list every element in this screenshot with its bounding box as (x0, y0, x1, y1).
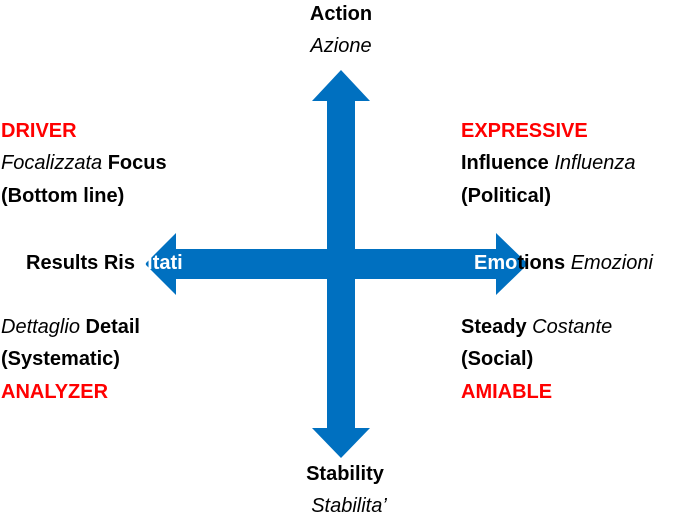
axis-right-label: Emotions Emozioni (474, 247, 653, 279)
amiable-line2: (Social) (461, 348, 534, 370)
driver-line1-it: Focalizzata (1, 152, 103, 174)
amiable-line1-it: Costante (532, 316, 613, 338)
expressive-line2: (Political) (461, 185, 552, 207)
analyzer-line1-en: Detail (85, 316, 140, 338)
driver-line2: (Bottom line) (1, 185, 125, 207)
axis-right-en-part1: Emo (474, 252, 518, 274)
driver-line1: Focalizzata Focus (1, 147, 167, 179)
axis-bottom-it: Stabilita’ (311, 495, 387, 517)
amiable-line1: Steady Costante (461, 311, 612, 343)
axis-bottom-en: Stability (306, 463, 384, 485)
expressive-line1-en: Influence (461, 152, 549, 174)
expressive-line1: Influence Influenza (461, 147, 636, 179)
axis-left-it-part1: Ris (103, 252, 135, 274)
amiable-line1-en: Steady (461, 316, 527, 338)
analyzer-line2: (Systematic) (1, 348, 120, 370)
axis-top-it: Azione (310, 35, 372, 57)
analyzer-line1-it: Dettaglio (1, 316, 80, 338)
axis-left-en: Results (26, 252, 99, 274)
axis-top-en: Action (309, 3, 373, 25)
driver-title: DRIVER (1, 120, 77, 142)
expressive-title: EXPRESSIVE (461, 120, 588, 142)
axis-left-it-part2: ultati (134, 252, 183, 274)
axis-right-it: Emozioni (570, 252, 653, 274)
expressive-line1-it: Influenza (554, 152, 636, 174)
driver-line1-en: Focus (107, 152, 167, 174)
amiable-title: AMIABLE (461, 381, 553, 403)
analyzer-line1: Dettaglio Detail (1, 311, 140, 343)
analyzer-title: ANALYZER (1, 381, 109, 403)
horizontal-axis-arrow (145, 233, 528, 295)
axis-left-label: Results Risultati (26, 247, 183, 279)
axis-right-en-part2: tions (517, 252, 566, 274)
